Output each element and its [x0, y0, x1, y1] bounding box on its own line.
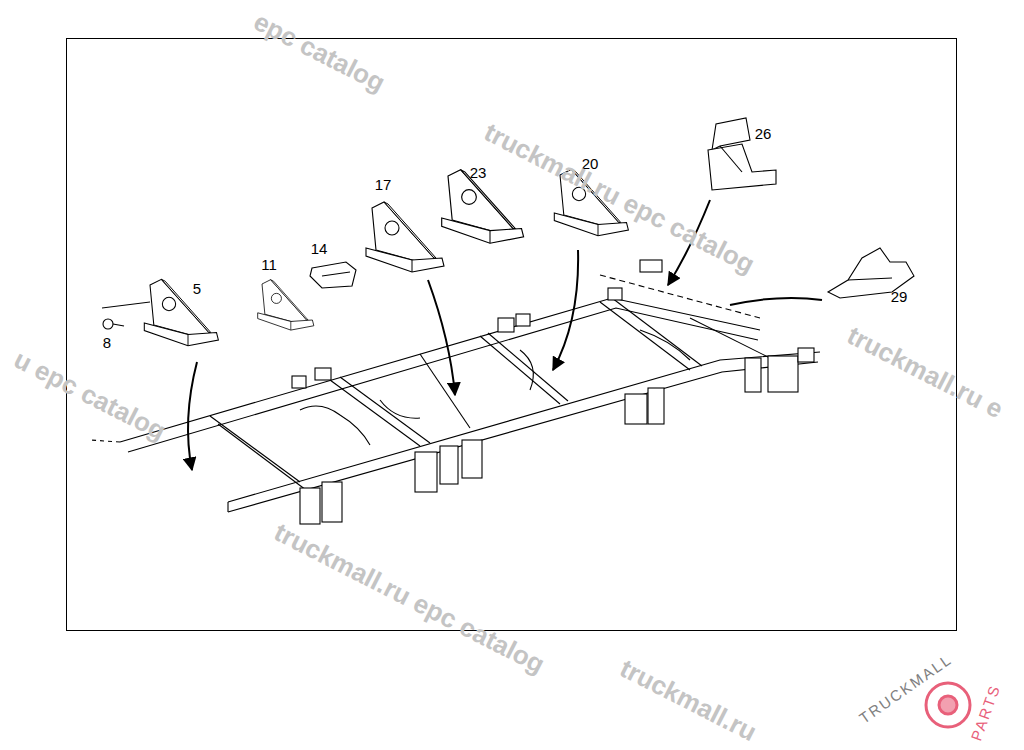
callout-number: 17 — [375, 177, 392, 192]
callout-number: 23 — [470, 165, 487, 180]
logo-text: TRUCKMALL — [856, 651, 954, 726]
callout-number: 8 — [103, 335, 111, 350]
callout-number: 14 — [311, 241, 328, 256]
watermark: epc catalog — [250, 8, 389, 96]
callout-number: 29 — [891, 289, 908, 304]
watermark: truckmall.ru — [616, 655, 760, 746]
callout-number: 5 — [193, 281, 201, 296]
logo-text: PARTS — [968, 682, 1002, 742]
watermark: u epc catalog — [10, 346, 170, 445]
callout-number: 26 — [755, 126, 772, 141]
watermark: truckmall.ru e — [843, 322, 1007, 423]
callout-number: 11 — [261, 257, 277, 272]
watermark: truckmall.ru epc catalog — [271, 519, 549, 678]
